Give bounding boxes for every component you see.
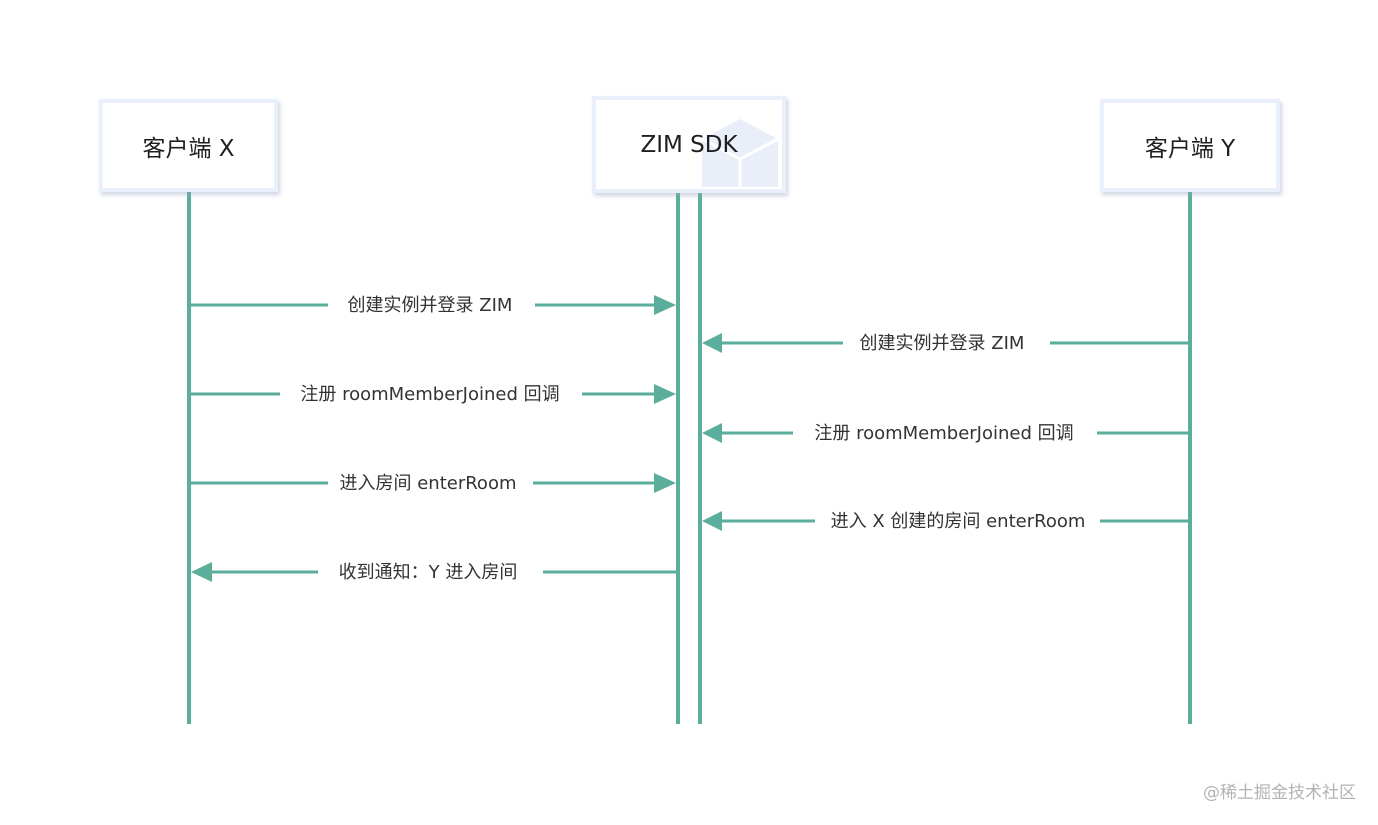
- message-label: 收到通知：Y 进入房间: [339, 562, 518, 583]
- watermark: @稀土掘金技术社区: [1203, 783, 1356, 803]
- cube-icon: [701, 119, 779, 189]
- actor-client-y: 客户端 Y: [1100, 99, 1280, 192]
- actor-zim-sdk: ZIM SDK: [592, 96, 786, 193]
- message-x-enter-room: 进入房间 enterRoom: [189, 473, 676, 494]
- message-y-create-login: 创建实例并登录 ZIM: [702, 333, 1190, 354]
- message-label: 进入 X 创建的房间 enterRoom: [831, 511, 1086, 532]
- actor-client-x: 客户端 X: [99, 99, 278, 192]
- message-sdk-notify-x: 收到通知：Y 进入房间: [191, 562, 678, 583]
- message-y-register-callback: 注册 roomMemberJoined 回调: [702, 423, 1190, 444]
- message-x-create-login: 创建实例并登录 ZIM: [189, 295, 676, 316]
- message-label: 创建实例并登录 ZIM: [348, 295, 513, 316]
- actor-label: ZIM SDK: [640, 131, 738, 158]
- actor-label: 客户端 X: [142, 135, 235, 162]
- message-label: 创建实例并登录 ZIM: [860, 333, 1025, 354]
- actor-label: 客户端 Y: [1144, 135, 1236, 162]
- message-label: 进入房间 enterRoom: [340, 473, 517, 494]
- message-x-register-callback: 注册 roomMemberJoined 回调: [189, 384, 676, 405]
- message-y-enter-room: 进入 X 创建的房间 enterRoom: [702, 511, 1190, 532]
- message-label: 注册 roomMemberJoined 回调: [300, 384, 559, 405]
- message-label: 注册 roomMemberJoined 回调: [814, 423, 1073, 444]
